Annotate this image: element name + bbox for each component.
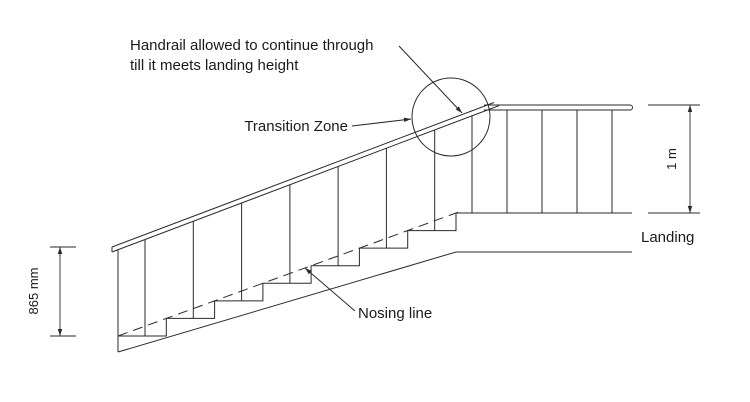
diagram-annotations bbox=[50, 45, 700, 337]
diagram-labels: Handrail allowed to continue through til… bbox=[26, 37, 694, 322]
handrail-end-cap bbox=[629, 104, 633, 111]
nosing-line-label: Nosing line bbox=[358, 305, 432, 322]
nosing-line-leader bbox=[304, 267, 356, 312]
transition-circle bbox=[411, 77, 491, 157]
handrail-sloped-top bbox=[111, 102, 495, 248]
handrail-note-leader bbox=[398, 45, 463, 114]
landing-rail-height-dim-label: 1 m bbox=[664, 148, 679, 170]
transition-zone-label: Transition Zone bbox=[244, 118, 348, 135]
diagram-linework bbox=[111, 102, 633, 353]
handrail-height-dim-label: 865 mm bbox=[26, 268, 41, 315]
landing-label: Landing bbox=[641, 229, 694, 246]
stair-soffit-line bbox=[117, 251, 457, 353]
handrail-note-line1: Handrail allowed to continue through bbox=[130, 37, 374, 54]
stair-steps-profile bbox=[118, 212, 632, 337]
handrail-note-line2: till it meets landing height bbox=[130, 57, 299, 74]
transition-zone-arrow bbox=[351, 117, 412, 127]
